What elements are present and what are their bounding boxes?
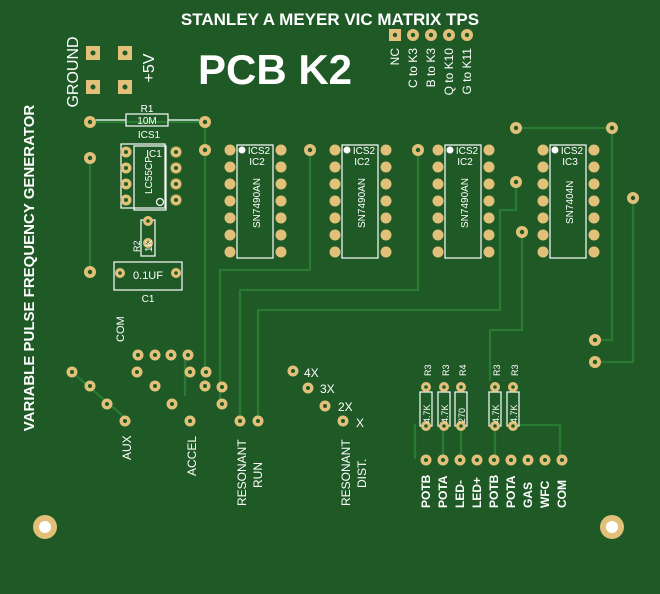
chip-ic2-b [329,144,424,259]
ground-label: GROUND [65,36,82,107]
com-label: COM [115,316,127,342]
board-title: STANLEY A MEYER VIC MATRIX TPS [181,10,479,29]
ic1-timer [120,143,182,211]
mult-4x: 4X [304,366,319,380]
res-2-ref: R3 [441,364,451,376]
resonant-dist-line2: DIST. [355,459,369,488]
chip-c-part: SN7490AN [460,178,471,228]
plus5v-label: +5V [141,53,158,82]
r2-ref: R2 [132,240,142,252]
side-label: VARIABLE PULSE FREQUENCY GENERATOR [21,105,38,432]
res-3-value: 270 [457,408,467,423]
pcb-label: PCB K2 [198,46,352,93]
resonant-run-line2: RUN [251,462,265,488]
chip-d-name: IC3 [562,157,578,168]
bottom-label-com: COM [555,480,569,508]
chip-ic2-a [199,144,316,259]
chip-a-socket: ICS2 [248,146,271,157]
chip-ic2-c [432,144,528,259]
chip-d-socket: ICS2 [561,146,584,157]
bottom-label-potb-1: POTB [419,474,433,508]
resistor-bank [419,382,520,431]
mult-x: X [356,416,364,430]
chip-c-name: IC2 [457,157,473,168]
res-1-value: 4.7K [422,404,432,423]
res-3-ref: R4 [458,364,468,376]
power-connector [86,46,132,94]
c1-ref: C1 [142,294,155,305]
r2-value: 1K [144,239,155,252]
c1-value: 0.1UF [133,270,163,282]
header-label-nc: NC [388,48,402,66]
resonant-run-line1: RESONANT [235,439,249,506]
header-label-b: B to K3 [424,48,438,88]
res-4-value: 4.7K [491,404,501,423]
header-label-q: Q to K10 [442,48,456,96]
ic1-part: LC55CP [144,156,155,194]
header-label-c: C to K3 [406,48,420,88]
bottom-label-gas: GAS [521,482,535,508]
bottom-label-led-minus: LED- [453,480,467,508]
bottom-label-led-plus: LED+ [470,477,484,508]
res-5-value: 4.7K [509,404,519,423]
res-1-ref: R3 [423,364,433,376]
chip-b-part: SN7490AN [357,178,368,228]
header-connector [389,29,473,41]
chip-c-socket: ICS2 [456,146,479,157]
res-5-ref: R3 [510,364,520,376]
trace-layer [70,120,635,460]
switch-pads [66,349,264,427]
multiplier-pads [287,365,349,427]
chip-b-socket: ICS2 [353,146,376,157]
capacitor-c1 [84,152,183,291]
chip-a-part: SN7490AN [252,178,263,228]
bottom-label-pota-2: POTA [504,475,518,508]
accel-label: ACCEL [185,436,199,476]
bottom-label-potb-2: POTB [487,474,501,508]
r1-ref: R1 [141,104,154,115]
mult-3x: 3X [320,382,335,396]
aux-label: AUX [120,435,134,460]
bottom-label-wfc: WFC [538,480,552,508]
ic1-name: IC1 [146,149,162,160]
res-2-value: 4.7K [440,404,450,423]
bottom-connector [420,454,568,466]
chip-b-name: IC2 [354,157,370,168]
chip-ic3 [510,122,639,368]
r1-value: 10M [137,116,156,127]
ics1-ref: ICS1 [138,130,161,141]
mounting-holes [33,515,624,539]
resistor-r1 [84,113,211,128]
header-label-g: G to K11 [460,48,474,95]
res-4-ref: R3 [492,364,502,376]
bottom-label-pota-1: POTA [436,475,450,508]
chip-d-part: SN7404N [565,181,576,224]
resonant-dist-line1: RESONANT [339,439,353,506]
resistor-r2 [140,216,156,257]
mult-2x: 2X [338,400,353,414]
chip-a-name: IC2 [249,157,265,168]
